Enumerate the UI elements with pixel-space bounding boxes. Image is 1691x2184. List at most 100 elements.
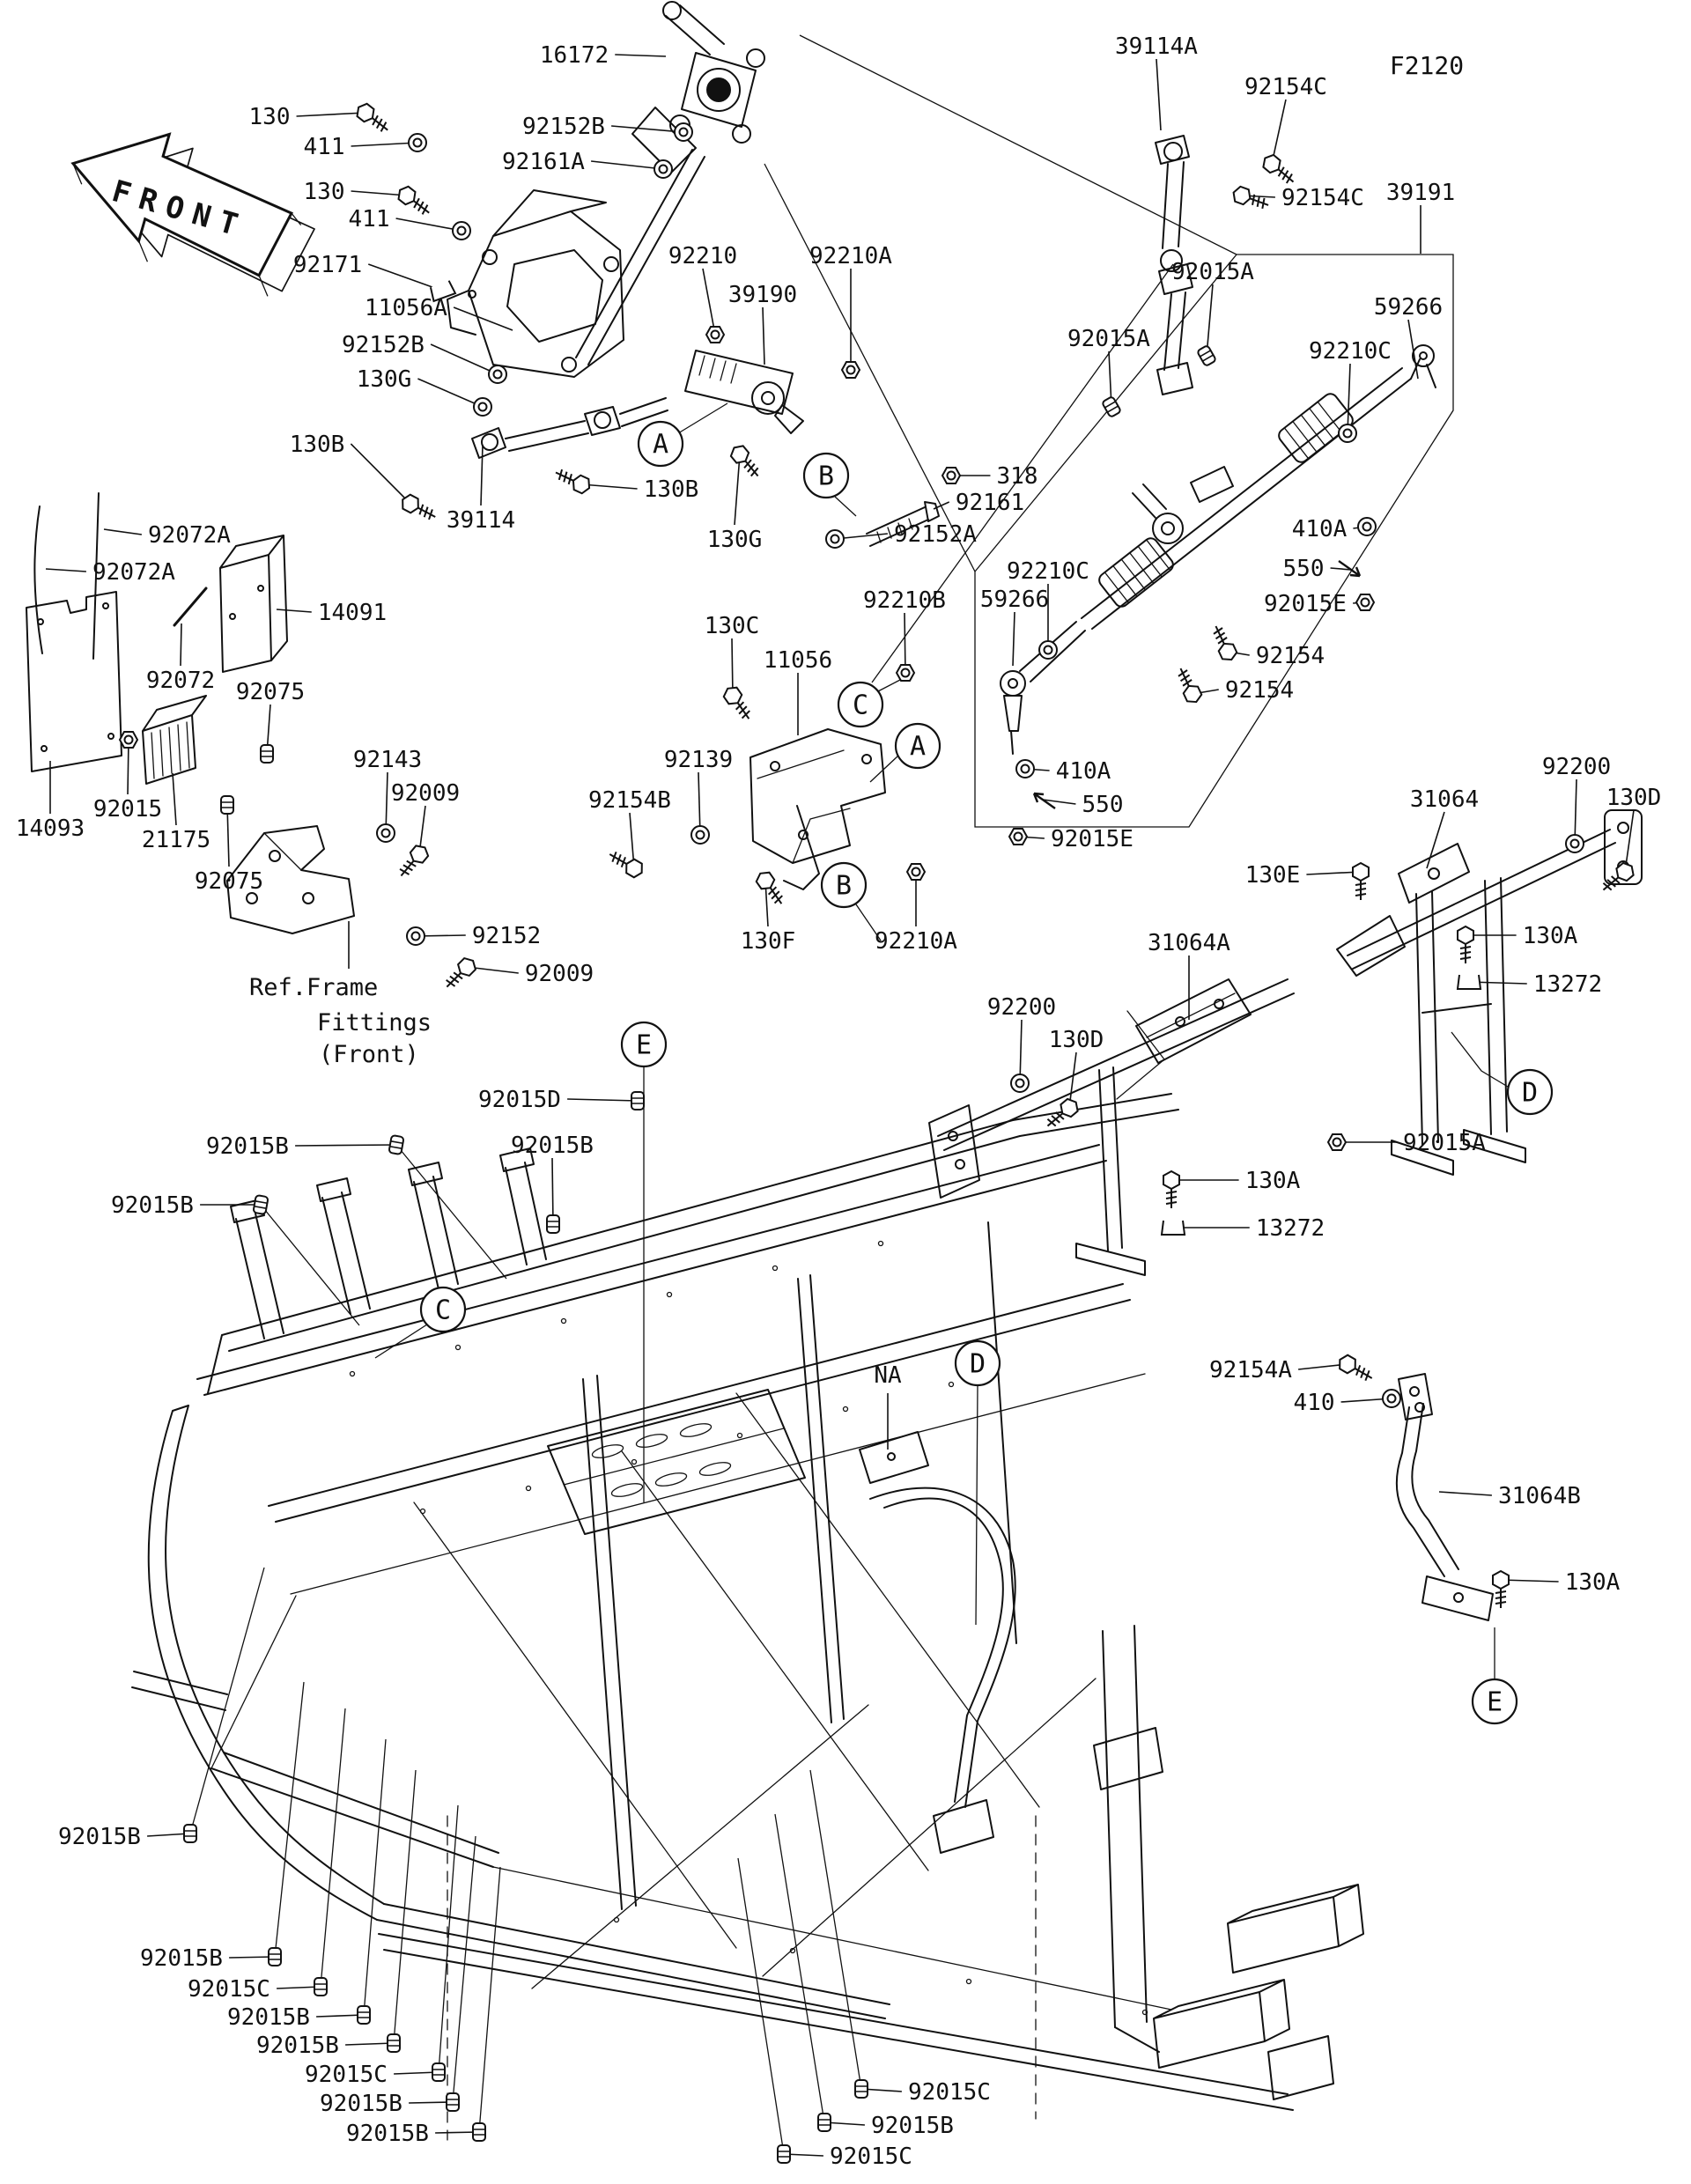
part-label-16172-12: 16172	[540, 42, 667, 69]
svg-text:39114A: 39114A	[1115, 33, 1198, 60]
ujoint-39114a	[1155, 135, 1193, 395]
svg-text:92015B: 92015B	[206, 1133, 289, 1160]
part-label-92009-66: 92009	[391, 780, 460, 882]
svg-text:E: E	[636, 1030, 652, 1061]
part-label-92200-39: 92200	[1542, 754, 1611, 853]
svg-text:11056A: 11056A	[365, 295, 447, 321]
svg-text:Fittings: Fittings	[317, 1009, 432, 1037]
part-label-411-3: 411	[349, 206, 471, 240]
steering-motor	[631, 1, 765, 173]
svg-text:92154C: 92154C	[1281, 185, 1364, 211]
svg-text:92015C: 92015C	[830, 2143, 912, 2170]
svg-text:92015B: 92015B	[511, 1133, 594, 1159]
svg-text:39191: 39191	[1386, 180, 1455, 206]
part-label-39191-24: 39191	[1386, 180, 1455, 254]
svg-text:92152A: 92152A	[894, 521, 977, 548]
svg-text:C: C	[853, 690, 868, 721]
svg-text:92009: 92009	[525, 961, 594, 987]
part-label-31064-41: 31064	[1410, 786, 1479, 869]
part-label-130-2: 130	[304, 179, 435, 220]
svg-text:31064B: 31064B	[1498, 1483, 1581, 1509]
svg-text:130A: 130A	[1523, 923, 1578, 949]
front-arrow: FRONT	[70, 132, 315, 297]
part-label-92015D-76: 92015D	[478, 1087, 645, 1113]
part-label-92200-44: 92200	[987, 994, 1056, 1093]
part-label-550-37: 550	[1032, 792, 1124, 818]
rack-assembly	[1000, 344, 1436, 755]
svg-text:92015B: 92015B	[320, 2091, 402, 2117]
svg-text:16172: 16172	[540, 42, 609, 69]
part-label-59266-28: 59266	[1374, 294, 1443, 380]
svg-text:21175: 21175	[142, 827, 210, 853]
part-label-92015B-79: 92015B	[511, 1133, 594, 1234]
part-label-92075-64: 92075	[195, 795, 263, 895]
center-bracket-11056	[750, 728, 886, 890]
part-label-14093-61: 14093	[16, 761, 85, 842]
svg-text:92015B: 92015B	[346, 2121, 429, 2147]
part-label-92210B-71: 92210B	[863, 587, 946, 682]
bracket-11056a	[447, 189, 624, 378]
svg-text:92154B: 92154B	[588, 787, 671, 814]
svg-text:92015B: 92015B	[227, 2004, 310, 2031]
part-label-92015B-77: 92015B	[206, 1133, 405, 1160]
svg-text:411: 411	[349, 206, 390, 232]
rods-92072a	[33, 492, 208, 660]
part-label-130B-10: 130B	[551, 464, 699, 503]
part-label-92152-67: 92152	[406, 923, 541, 949]
part-label-92015A-26: 92015A	[1171, 259, 1254, 368]
part-label-92152B-6: 92152B	[342, 332, 507, 384]
svg-text:92009: 92009	[391, 780, 460, 807]
svg-text:92210C: 92210C	[1007, 558, 1089, 585]
svg-text:550: 550	[1283, 556, 1325, 582]
detail-circle-B-3: B	[820, 861, 868, 909]
svg-text:B: B	[818, 461, 834, 492]
svg-text:92015D: 92015D	[478, 1087, 561, 1113]
part-label-411-1: 411	[304, 133, 427, 160]
svg-text:130E: 130E	[1245, 862, 1301, 889]
part-label-14091-58: 14091	[276, 600, 387, 626]
svg-text:A: A	[653, 430, 668, 461]
part-label-92152B-13: 92152B	[522, 114, 693, 142]
svg-text:92015A: 92015A	[1171, 259, 1254, 285]
part-label-92015C-82: 92015C	[188, 1976, 328, 2003]
part-label-92161-19: 92161	[933, 490, 1024, 516]
part-label-92154C-22: 92154C	[1244, 74, 1327, 189]
crossmember-31064	[1336, 809, 1643, 977]
svg-text:92075: 92075	[195, 868, 263, 895]
svg-text:A: A	[910, 732, 926, 763]
part-label-130E-42: 130E	[1245, 862, 1370, 901]
part-label-92015E-38: 92015E	[1008, 826, 1133, 852]
part-label-92009-68: 92009	[440, 954, 594, 993]
svg-text:411: 411	[304, 134, 345, 160]
svg-text:59266: 59266	[980, 587, 1049, 613]
part-label-39114A-21: 39114A	[1115, 33, 1198, 131]
part-label-130F-74: 130F	[741, 867, 796, 955]
part-label-92210A-75: 92210A	[875, 863, 957, 955]
part-label-92154A-52: 92154A	[1209, 1352, 1377, 1386]
part-label-92210C-27: 92210C	[1309, 338, 1392, 443]
part-label-92075-60: 92075	[236, 679, 305, 764]
part-label-92210C-34: 92210C	[1007, 558, 1089, 660]
part-label-92072A-56: 92072A	[103, 522, 231, 549]
part-label-92210-15: 92210	[668, 243, 737, 343]
svg-text:92075: 92075	[236, 679, 305, 705]
column-shafts	[471, 149, 705, 459]
part-label-11056A-5: 11056A	[365, 295, 513, 331]
part-label-92015B-84: 92015B	[256, 2033, 401, 2059]
svg-text:130B: 130B	[644, 476, 699, 503]
detail-circle-C-4: C	[837, 681, 884, 728]
ref-frame-note: Ref.Frame Fittings (Front)	[249, 921, 432, 1068]
svg-text:92015C: 92015C	[305, 2062, 388, 2088]
svg-text:92015A: 92015A	[1403, 1130, 1486, 1156]
svg-text:550: 550	[1082, 792, 1124, 818]
svg-text:130F: 130F	[741, 928, 796, 955]
part-label-31064B-54: 31064B	[1438, 1483, 1581, 1509]
part-label-21175-63: 21175	[142, 772, 210, 853]
part-label-130A-55: 130A	[1492, 1569, 1621, 1609]
svg-text:92210: 92210	[668, 243, 737, 269]
svg-text:92154: 92154	[1225, 677, 1294, 704]
part-label-550-30: 550	[1283, 556, 1362, 582]
part-label-92154B-73: 92154B	[588, 787, 671, 881]
